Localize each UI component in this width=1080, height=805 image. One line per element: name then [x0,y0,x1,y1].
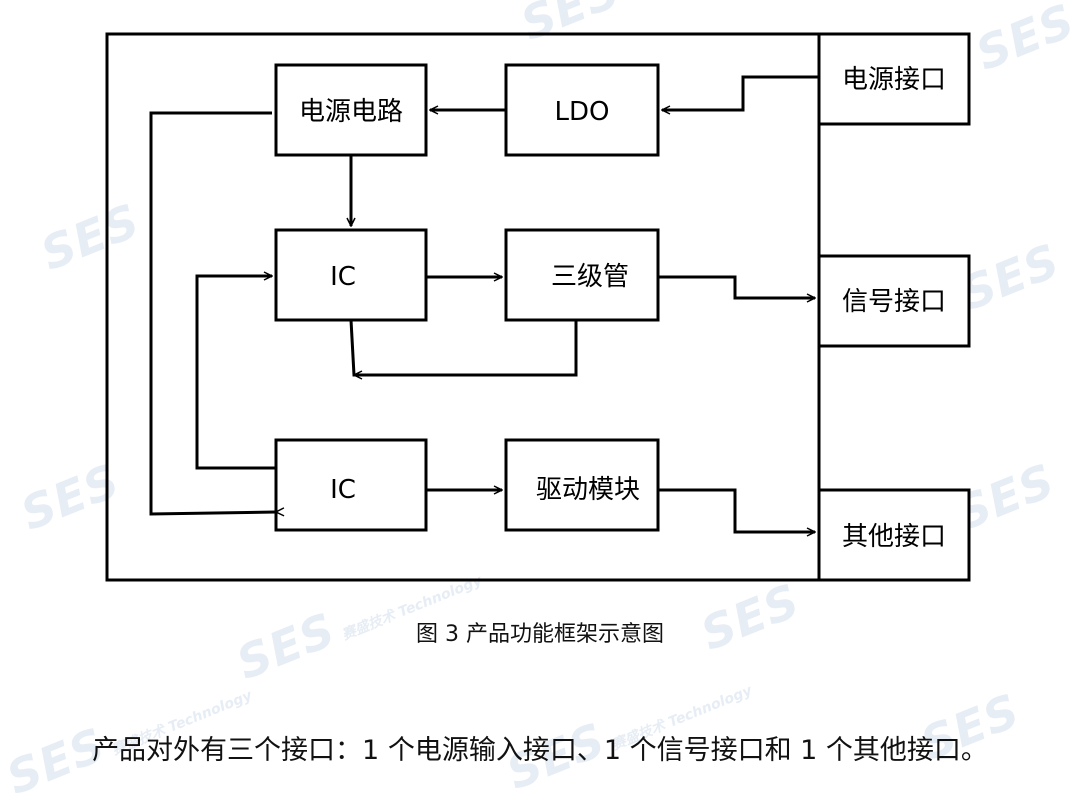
triode-box: 三级管 [504,228,660,322]
power-circuit-box: 电源电路 [274,63,428,157]
ic-bottom-box: IC [274,438,428,532]
connector-power-interface-to-ldo [662,75,819,110]
watermark: SES赛盛技术 Technology [499,682,755,801]
connector-triode-feedback-to-ic [349,319,578,377]
triode-label: 三级管 [551,262,629,292]
ldo-label: LDO [555,97,610,127]
power-interface-box: 电源接口 [817,32,971,126]
signal-interface-box: 信号接口 [817,254,971,348]
body-paragraph: 产品对外有三个接口：1 个电源输入接口、1 个信号接口和 1 个其他接口。 [92,735,988,766]
other-interface-label: 其他接口 [842,522,946,552]
connector-triode-to-signal-interface [658,275,815,298]
ldo-box: LDO [504,63,660,157]
driver-module-box: 驱动模块 [504,438,660,532]
power-circuit-label: 电源电路 [299,97,403,127]
other-interface-box: 其他接口 [817,488,971,582]
connector-driver-to-other-interface [658,488,815,532]
signal-interface-label: 信号接口 [842,287,946,317]
connector-ic-bottom-to-ic-top [195,276,276,470]
figure-caption: 图 3 产品功能框架示意图 [416,622,664,647]
connector-ic-bottom-to-power-circuit [149,111,276,514]
power-interface-label: 电源接口 [842,65,946,95]
product-frame [105,32,821,582]
driver-module-label: 驱动模块 [536,475,640,505]
ic-top-label: IC [330,262,356,292]
block-diagram: 电源接口 信号接口 其他接口 电源电路 LDO IC 三级管 IC 驱动模块 [105,32,971,582]
ic-top-box: IC [274,228,428,322]
ic-bottom-label: IC [330,475,356,505]
